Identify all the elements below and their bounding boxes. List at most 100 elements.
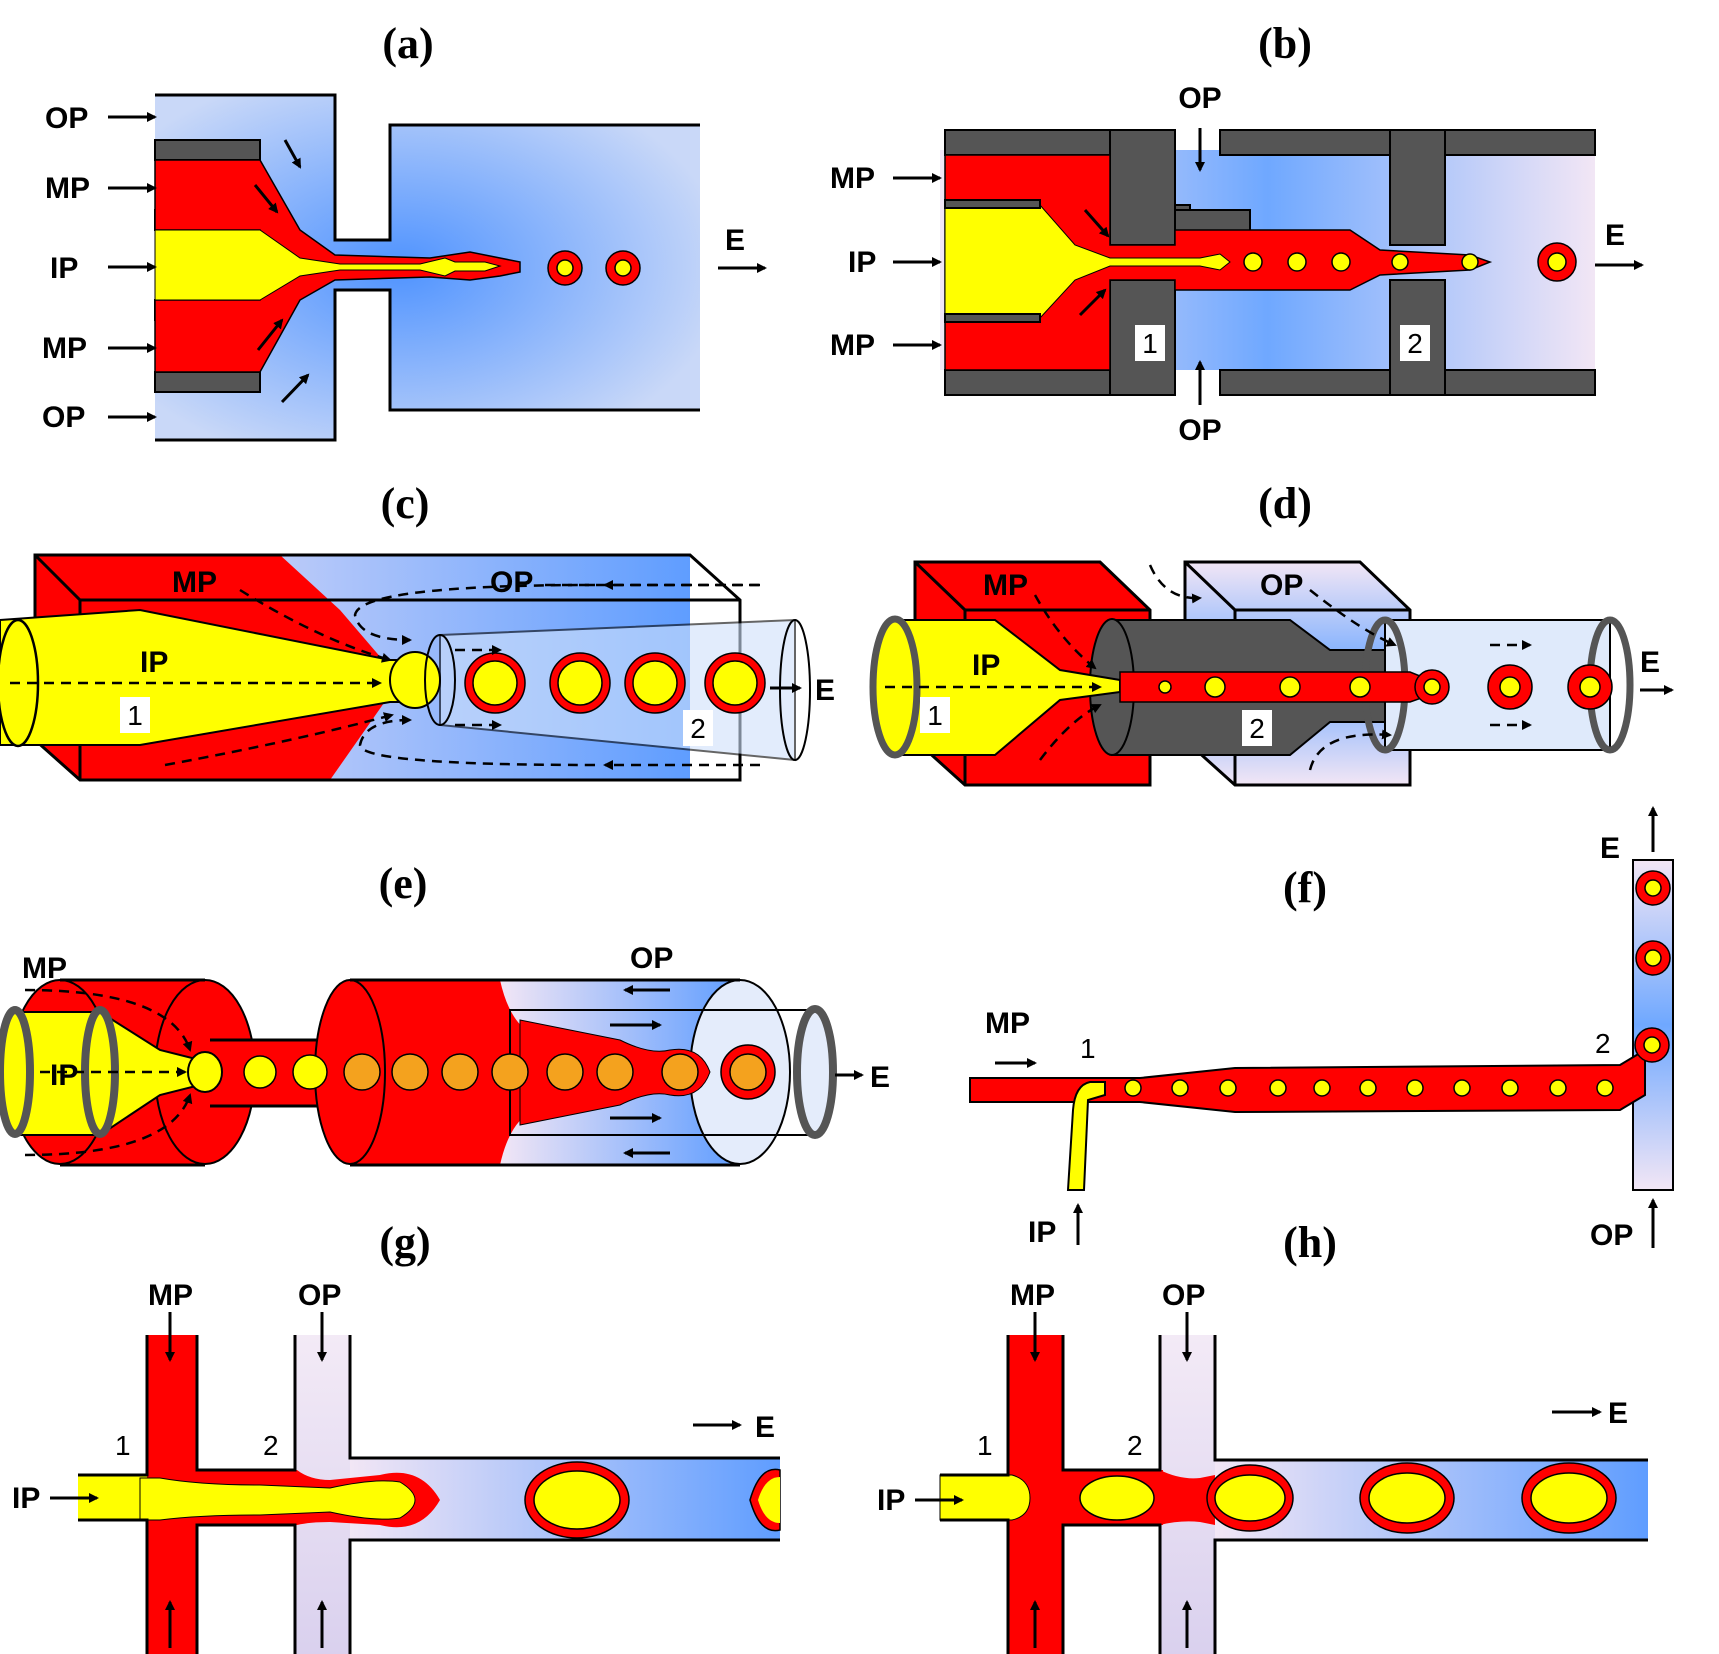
panel-b-drop-out-core [1547, 252, 1567, 272]
panel-d-junction1-label: 1 [927, 700, 943, 731]
panel-h-junction2-label: 2 [1127, 1430, 1143, 1461]
panel-b-ip-label: IP [848, 246, 876, 279]
panel-c-drop-2-core [557, 660, 603, 706]
panel-f: (f) MP 1 2 IP OP E [969, 806, 1674, 1252]
panel-f-middle-channel [969, 1048, 1646, 1114]
panel-e-drop-5 [441, 1053, 479, 1091]
panel-e-mp-label: MP [22, 952, 67, 985]
panel-a-inner-phase [154, 229, 502, 301]
panel-b-cap-bottom [944, 313, 1041, 323]
panel-a-drop-2-core [614, 259, 632, 277]
panel-b-flow-arrow-1 [1083, 209, 1110, 238]
panel-c: (c) MP OP IP E [0, 479, 835, 782]
panel-e-drop-7 [546, 1053, 584, 1091]
panel-a-flow-arrow-4 [280, 373, 310, 404]
panel-e-drop-8 [596, 1053, 634, 1091]
panel-e-drop-2 [292, 1054, 328, 1090]
panel-e-title: (e) [379, 859, 428, 908]
panel-a-title: (a) [382, 19, 433, 68]
panel-c-ip-label: IP [140, 646, 168, 679]
panel-e-flow-mp-top [24, 988, 193, 1052]
panel-c-exit-label: E [815, 674, 835, 707]
panel-a-mp-bottom-label: MP [42, 332, 87, 365]
panel-g-junction2-label: 2 [263, 1430, 279, 1461]
panel-b-drop-3 [1331, 252, 1351, 272]
panel-a-wall-bottom [155, 288, 700, 442]
panel-g-title: (g) [379, 1218, 430, 1267]
panel-g-outline-top [78, 1335, 780, 1477]
panel-d: (d) MP [869, 479, 1674, 787]
panel-e-capillary-1-opening [0, 1006, 34, 1138]
panel-f-op-label: OP [1590, 1219, 1633, 1252]
panel-a-mp-top-label: MP [45, 172, 90, 205]
panel-h-ip-label: IP [877, 1484, 905, 1517]
panel-a-op-bottom-label: OP [42, 401, 85, 434]
panel-h-exit-label: E [1608, 1397, 1628, 1430]
panel-h-middle-sheath [1160, 1470, 1215, 1525]
panel-c-flow-mp-top [239, 588, 392, 663]
panel-f-drop-2 [1171, 1079, 1189, 1097]
panel-f-junction2-label: 2 [1595, 1028, 1611, 1059]
panel-h-drop-1 [1079, 1475, 1155, 1521]
panel-g-ip-inlet [78, 1475, 147, 1520]
panel-e-ip-label: IP [50, 1059, 78, 1092]
panel-d-ip-label: IP [972, 649, 1000, 682]
panel-f-drop-13-core [1644, 949, 1662, 967]
panel-f-op-channel [1632, 859, 1674, 1191]
panel-b-drop-5 [1461, 253, 1479, 271]
panel-h-drop-2-core [1214, 1474, 1286, 1522]
panel-f-junction1-label: 1 [1080, 1033, 1096, 1064]
panel-f-drop-9 [1501, 1079, 1519, 1097]
panel-b-junction1-box [1135, 325, 1165, 361]
panel-b-drop-2 [1287, 252, 1307, 272]
panel-d-drop-5-core [1499, 676, 1521, 698]
panel-b-junction2-box [1400, 325, 1430, 361]
panel-f-exit-label: E [1600, 832, 1620, 865]
panel-g-outline-bottom [78, 1518, 780, 1654]
panel-e-drop-4 [391, 1053, 429, 1091]
panel-c-drop-4-core [712, 660, 758, 706]
panel-b-inner-phase [944, 204, 1231, 319]
panel-h: (h) MP OP IP 1 2 E [877, 1218, 1648, 1654]
panel-e-jet [187, 1051, 223, 1093]
panel-f-drop-1 [1124, 1079, 1142, 1097]
panel-b-mp-top-label: MP [830, 162, 875, 195]
panel-f-drop-6 [1359, 1079, 1377, 1097]
panel-b-op-bottom-label: OP [1178, 414, 1221, 447]
panel-c-capillary-2-outlet [779, 619, 811, 761]
panel-b: (b) OP OP MP IP [830, 19, 1644, 447]
panel-b-drop-4 [1391, 253, 1409, 271]
panel-c-drop-1-core [472, 660, 518, 706]
panel-d-exit-label: E [1640, 646, 1660, 679]
panel-h-ip-inlet [939, 1474, 1031, 1521]
panel-f-drop-4 [1269, 1079, 1287, 1097]
panel-g-ip-label: IP [12, 1482, 40, 1515]
panel-a-op-top-label: OP [45, 102, 88, 135]
panel-a-drop-1-core [556, 259, 574, 277]
panel-g-drop-1-core [533, 1470, 621, 1530]
panel-d-junction1-box [920, 697, 950, 733]
panel-f-drop-5 [1313, 1079, 1331, 1097]
panel-g-mp-label: MP [148, 1279, 193, 1312]
panel-d-drop-0 [1158, 680, 1172, 694]
panel-d-flow-op-top [1148, 564, 1202, 604]
panel-a-flow-arrow-2 [253, 184, 279, 214]
panel-d-drop-4-core [1423, 678, 1441, 696]
panel-d-junction2-box [1242, 710, 1272, 746]
panel-d-junction2-label: 2 [1249, 713, 1265, 744]
panel-b-exit-label: E [1605, 219, 1625, 252]
panel-e-drop-10-core [729, 1053, 767, 1091]
panel-a-ip-label: IP [50, 252, 78, 285]
panel-b-drop-1 [1243, 252, 1263, 272]
panel-h-outline-bottom [940, 1518, 1648, 1654]
panel-c-capillary-2-inlet [424, 634, 456, 726]
panel-f-ip-inlet [1066, 1081, 1106, 1191]
panel-d-title: (d) [1258, 479, 1312, 528]
panel-e-drop-1 [243, 1055, 277, 1089]
panel-b-mp-bottom-label: MP [830, 329, 875, 362]
panel-c-title: (c) [381, 479, 430, 528]
panel-d-mp-label: MP [983, 569, 1028, 602]
panel-c-junction2-label: 2 [690, 713, 706, 744]
panel-d-op-label: OP [1260, 569, 1303, 602]
